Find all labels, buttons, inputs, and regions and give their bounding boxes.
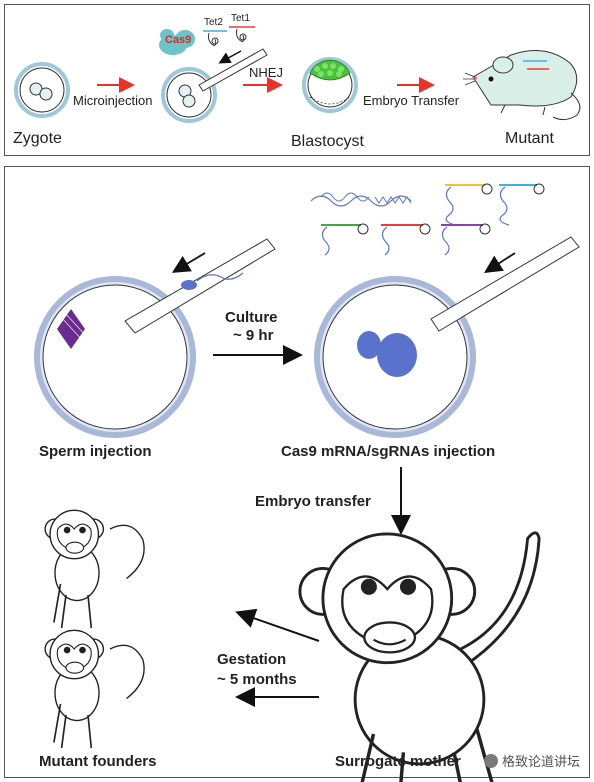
bottom-panel-graphics	[34, 183, 580, 782]
top-panel-graphics	[14, 26, 581, 123]
gestation-arrow-up	[235, 608, 320, 642]
label-sperm-injection: Sperm injection	[39, 443, 152, 460]
label-gestation: Gestation	[217, 651, 287, 668]
label-cas9-injection: Cas9 mRNA/sgRNAs injection	[281, 443, 496, 460]
label-culture: Culture	[225, 309, 278, 326]
label-microinjection: Microinjection	[73, 93, 153, 108]
zygote-cell	[14, 62, 70, 118]
watermark: 格致论道讲坛	[483, 751, 580, 770]
blastocyst-cell	[302, 57, 358, 113]
sperm-injection-oocyte	[34, 238, 276, 438]
label-tet1: Tet1	[231, 13, 250, 24]
bottom-panel: Culture ~ 9 hr Sperm injection Cas9 mRNA…	[4, 166, 590, 782]
tet-sgrnas	[203, 26, 255, 46]
mutant-monkey-2	[44, 629, 145, 749]
label-surrogate-mother: Surrogate mother	[335, 753, 461, 770]
cas9-injection-oocyte	[314, 236, 580, 438]
mutant-monkey-1	[44, 509, 145, 629]
label-mutant: Mutant	[505, 130, 554, 147]
label-cas9: Cas9	[165, 34, 192, 46]
label-embryo-transfer: Embryo transfer	[255, 493, 371, 510]
watermark-logo-icon	[483, 753, 498, 768]
label-embryo-transfer-top: Embryo Transfer	[363, 93, 460, 108]
surrogate-monkey	[298, 531, 541, 782]
sgrna-cluster	[310, 183, 545, 256]
label-nhej: NHEJ	[249, 65, 283, 80]
label-gestation-time: ~ 5 months	[217, 671, 297, 688]
label-mutant-founders: Mutant founders	[39, 753, 157, 770]
label-zygote: Zygote	[13, 130, 62, 147]
top-panel: Zygote Microinjection Cas9 Tet2 Tet1 NHE…	[4, 4, 590, 156]
label-tet2: Tet2	[204, 17, 223, 28]
label-culture-time: ~ 9 hr	[233, 327, 274, 344]
cas9-protein	[159, 29, 195, 55]
injected-zygote	[161, 48, 268, 123]
watermark-text: 格致论道讲坛	[501, 754, 580, 769]
mouse-drawing	[463, 50, 581, 121]
label-blastocyst: Blastocyst	[291, 133, 364, 150]
